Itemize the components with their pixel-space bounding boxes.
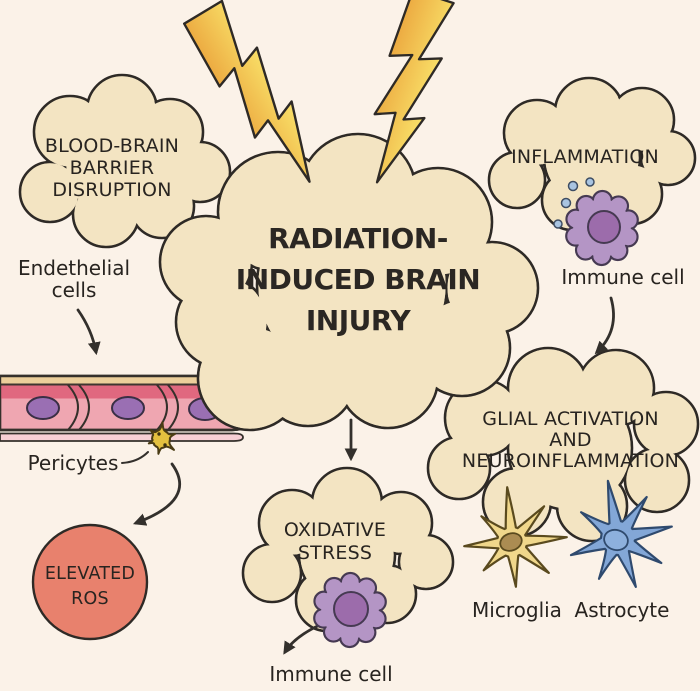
blood-vessel <box>0 374 254 455</box>
pericyte-cell <box>147 421 177 455</box>
microglia-nucleus <box>499 532 523 552</box>
cloud-glial-activation <box>426 346 700 543</box>
microglia-cell <box>463 486 568 588</box>
astrocyte-cell <box>569 479 673 588</box>
arrow-endothelial-to-vessel <box>76 308 101 356</box>
vessel-basement-strip <box>0 432 244 442</box>
pericytes-connector-line <box>121 451 149 464</box>
cloud-inflammation <box>487 76 697 232</box>
arrow-immune-to-glial <box>594 296 615 355</box>
vessel-dark-band <box>0 385 252 399</box>
endothelial-nucleus <box>26 396 60 420</box>
secretion-dots <box>553 177 595 229</box>
lightning-bolt-left <box>183 0 311 183</box>
cloud-oxidative-stress <box>241 466 455 633</box>
lightning-bolt-right <box>373 0 455 184</box>
immune-cell-nucleus <box>333 591 369 627</box>
cloud-blood-brain-barrier <box>18 73 232 249</box>
astrocyte-nucleus <box>603 528 629 552</box>
cloud-central <box>158 132 540 432</box>
endothelial-cell-boundary <box>67 384 79 430</box>
vessel-tan-stripe <box>0 376 252 384</box>
immune-cell-nucleus <box>587 210 621 244</box>
arrow-pericyte-to-ros <box>132 462 182 526</box>
immune-cell-top <box>565 189 639 267</box>
elevated-ros-circle <box>31 523 149 641</box>
immune-cell-bottom <box>313 571 387 649</box>
endothelial-nucleus <box>111 396 145 420</box>
